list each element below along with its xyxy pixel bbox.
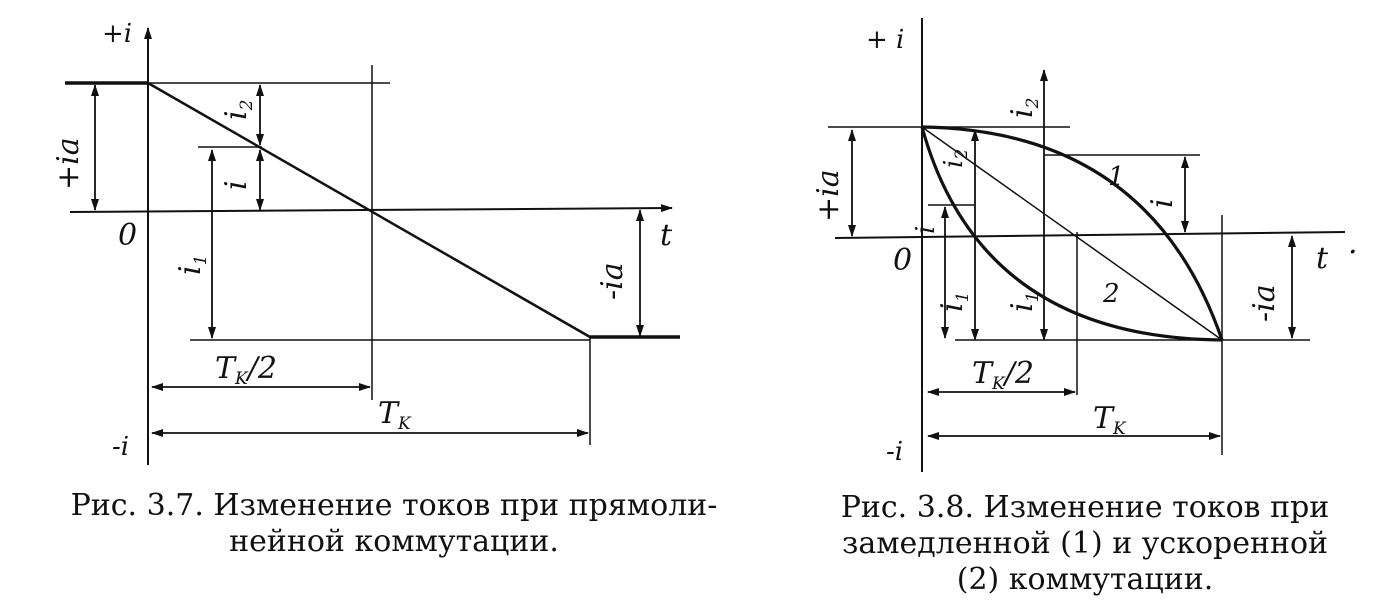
fig37-i2-label: i2	[219, 100, 257, 120]
fig38-curve-accelerated-2	[920, 126, 1223, 342]
fig38-i1-left-label: i1	[935, 292, 973, 312]
fig38-plus-ia-label: +ia	[811, 169, 846, 222]
fig38-time-axis	[834, 231, 1346, 239]
fig37-minus-i-label: -i	[112, 432, 129, 462]
figure-3-8-diagram	[828, 18, 1346, 472]
figure-3-7-diagram	[65, 27, 680, 465]
fig38-plus-i-label: + i	[866, 25, 904, 55]
fig38-caption-line1: Рис. 3.8. Изменение токов при	[840, 490, 1330, 525]
fig37-caption: Рис. 3.7. Изменение токов при прямоли- н…	[34, 488, 754, 560]
fig37-caption-line1: Рис. 3.7. Изменение токов при прямоли-	[70, 488, 718, 523]
fig37-i-label: i	[219, 180, 254, 190]
fig37-plus-ia-label: +ia	[51, 137, 86, 190]
fig38-curve-1-label: 1	[1108, 162, 1125, 192]
fig37-caption-line2: нейной коммутации.	[229, 524, 559, 559]
fig38-minus-ia-label: -ia	[1247, 284, 1282, 322]
fig37-t-label: t	[660, 218, 673, 253]
fig38-caption: Рис. 3.8. Изменение токов при замедленно…	[800, 490, 1370, 598]
fig38-i-right-label: i	[1145, 198, 1180, 208]
fig38-i2-top-label: i2	[1005, 98, 1043, 118]
fig37-tk-label: TK	[378, 396, 412, 434]
fig38-caption-line3: (2) коммутации.	[956, 562, 1214, 597]
fig38-tk-label: TK	[1093, 401, 1127, 439]
fig38-curve-2-label: 2	[1102, 279, 1120, 309]
fig38-i-left-label: i	[911, 226, 941, 234]
fig38-t-label: t	[1316, 241, 1329, 276]
fig37-i1-label: i1	[173, 255, 211, 275]
fig37-minus-ia-label: -ia	[595, 262, 630, 300]
fig38-i2-left-label: i2	[939, 149, 972, 168]
fig38-t-dot: ·	[1348, 235, 1358, 270]
fig38-caption-line2: замедленной (1) и ускоренной	[841, 526, 1329, 561]
fig38-zero-label: 0	[893, 243, 912, 278]
fig38-curve-delayed-1	[921, 125, 1224, 341]
fig37-tk-half-label: TK/2	[215, 351, 277, 389]
fig38-tk-half-label: TK/2	[972, 356, 1034, 394]
fig37-linear-commutation-line	[147, 81, 591, 339]
fig38-i1-mid-label: i1	[1005, 292, 1043, 312]
fig37-zero-label: 0	[118, 218, 137, 253]
fig38-minus-i-label: -i	[886, 437, 903, 467]
fig37-plus-i-label: +i	[102, 19, 132, 49]
